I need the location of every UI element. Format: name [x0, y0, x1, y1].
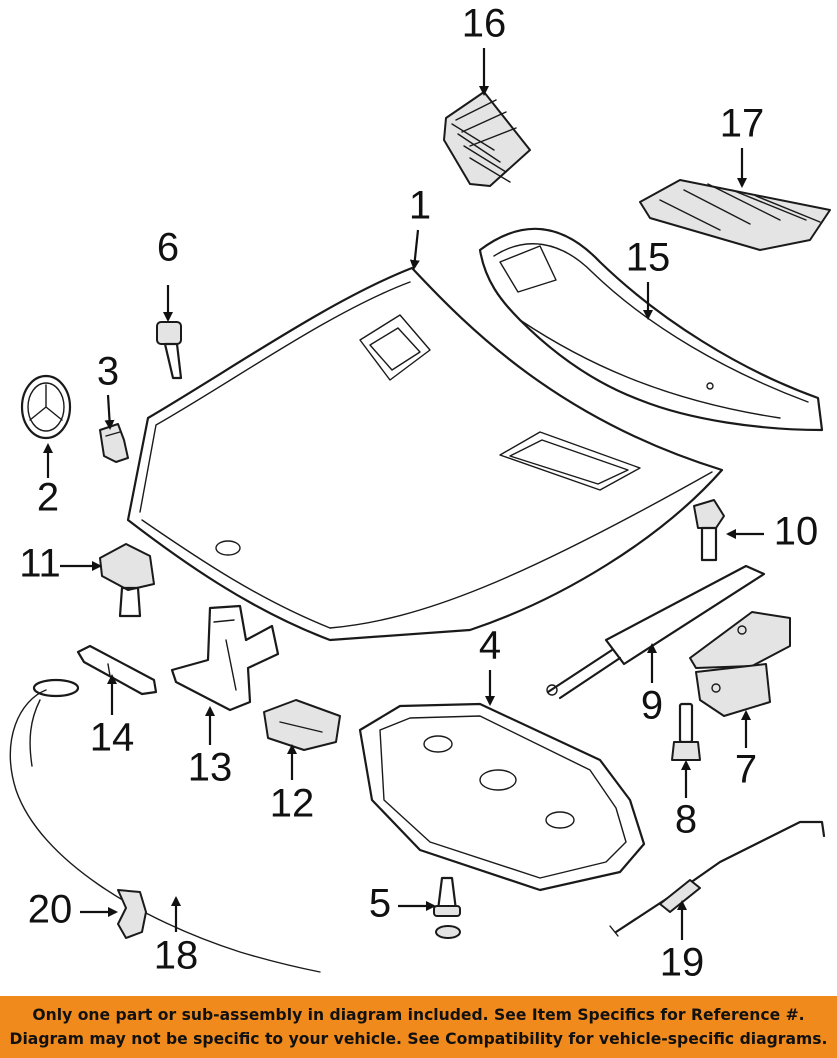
- callout-13: 13: [188, 746, 233, 790]
- callout-15: 15: [626, 236, 671, 280]
- callout-7: 7: [735, 748, 757, 792]
- leader-3: [104, 394, 115, 430]
- vent-grille-17: [639, 179, 831, 251]
- disclaimer-line-2: Diagram may not be specific to your vehi…: [9, 1030, 828, 1048]
- latch-bracket: [170, 604, 280, 712]
- callout-labels: 1 2 3 4 5 6 7 8 9 10 11 12 13 14 15 16 1…: [19, 2, 818, 985]
- latch-guide: [263, 699, 341, 751]
- callout-20: 20: [28, 888, 73, 932]
- release-cable: [9, 678, 321, 973]
- callout-18: 18: [154, 934, 199, 978]
- callout-9: 9: [641, 684, 663, 728]
- callout-8: 8: [675, 798, 697, 842]
- callout-14: 14: [90, 716, 135, 760]
- callout-17: 17: [720, 102, 765, 146]
- cowl-panel: [478, 227, 824, 432]
- hood-hinge: [689, 611, 791, 717]
- cable-clip: [117, 889, 147, 939]
- callout-16: 16: [462, 2, 507, 46]
- callout-11: 11: [19, 542, 61, 586]
- bumper-stop-10: [693, 499, 725, 562]
- callout-2: 2: [37, 476, 59, 520]
- parts-diagram: 1 2 3 4 5 6 7 8 9 10 11 12 13 14 15 16 1…: [9, 2, 831, 985]
- bumper-stop-6: [156, 321, 183, 380]
- callout-10: 10: [774, 510, 819, 554]
- push-clip: [433, 876, 461, 939]
- callout-5: 5: [369, 882, 391, 926]
- emblem: [20, 374, 72, 440]
- callout-6: 6: [157, 226, 179, 270]
- leader-lines: [43, 48, 764, 940]
- callout-19: 19: [660, 941, 705, 985]
- callout-1: 1: [409, 184, 431, 228]
- emblem-clip: [99, 423, 129, 463]
- gas-strut: [546, 564, 766, 700]
- disclaimer-line-1: Only one part or sub-assembly in diagram…: [32, 1006, 805, 1024]
- vent-grille-16: [443, 91, 531, 187]
- callout-4: 4: [479, 624, 501, 668]
- leader-1: [409, 229, 420, 270]
- callout-12: 12: [270, 782, 315, 826]
- insulation-pad: [358, 702, 646, 892]
- disclaimer-banner: Only one part or sub-assembly in diagram…: [0, 996, 837, 1058]
- release-handle: [76, 644, 158, 696]
- hinge-bolt: [671, 702, 701, 761]
- hood-panel: [126, 266, 724, 642]
- callout-3: 3: [97, 350, 119, 394]
- hood-latch: [99, 543, 155, 618]
- cable-assembly: [609, 820, 826, 937]
